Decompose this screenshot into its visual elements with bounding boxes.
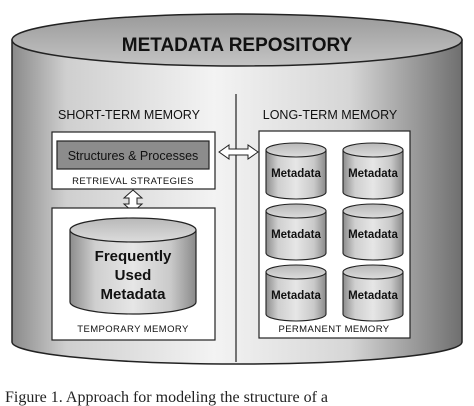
metadata-cylinder: Metadata <box>265 264 327 322</box>
retrieval-strategies-box <box>51 131 216 190</box>
permanent-memory-label: PERMANENT MEMORY <box>278 324 389 335</box>
metadata-cylinder-label: Metadata <box>271 229 321 241</box>
cylinder-line-3: Metadata <box>100 286 166 303</box>
metadata-cylinder-label: Metadata <box>348 229 398 241</box>
diagram-title: METADATA REPOSITORY <box>122 35 353 56</box>
temporary-memory-label: TEMPORARY MEMORY <box>77 324 189 335</box>
frequently-used-cylinder <box>69 217 197 315</box>
metadata-cylinder-label: Metadata <box>348 290 398 302</box>
structures-processes-label: Structures & Processes <box>68 149 199 163</box>
metadata-cylinder: Metadata <box>342 203 404 261</box>
metadata-cylinder-label: Metadata <box>271 290 321 302</box>
long-term-heading: LONG-TERM MEMORY <box>263 108 398 122</box>
cylinder-line-1: Frequently <box>95 248 172 265</box>
metadata-cylinder: Metadata <box>265 203 327 261</box>
horizontal-double-arrow-icon <box>218 144 259 160</box>
short-term-heading: SHORT-TERM MEMORY <box>58 108 201 122</box>
metadata-cylinder: Metadata <box>342 264 404 322</box>
metadata-cylinder: Metadata <box>342 142 404 200</box>
metadata-cylinder-label: Metadata <box>348 168 398 180</box>
retrieval-strategies-label: RETRIEVAL STRATEGIES <box>72 176 194 187</box>
cylinder-line-2: Used <box>115 267 152 284</box>
figure-caption: Figure 1. Approach for modeling the stru… <box>5 389 328 406</box>
metadata-cylinder: Metadata <box>265 142 327 200</box>
metadata-cylinder-label: Metadata <box>271 168 321 180</box>
